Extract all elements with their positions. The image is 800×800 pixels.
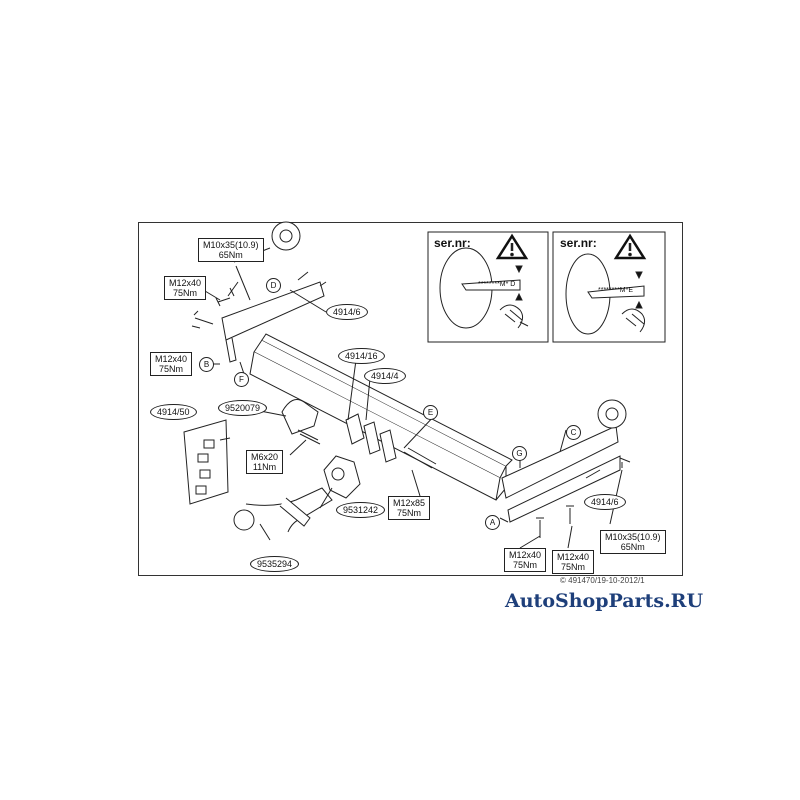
part-4914-6-top: 4914/6 <box>326 304 368 320</box>
bolt-spec-m10-right: M10x35(10.9)65Nm <box>600 530 666 554</box>
serial-panel-right <box>552 231 666 343</box>
warning-triangle-icon <box>613 233 647 260</box>
diagram-frame <box>138 222 683 576</box>
watermark-logo: AutoShopParts.RU <box>505 590 704 612</box>
marker-a: A <box>485 515 500 530</box>
warning-triangle-icon <box>495 233 529 260</box>
copyright-text: © 491470/19-10-2012/1 <box>560 576 645 585</box>
serial-code-right: ********M*E <box>598 287 634 294</box>
part-9531242: 9531242 <box>336 502 386 518</box>
serial-label-right: ser.nr: <box>560 236 597 250</box>
marker-b: B <box>199 357 214 372</box>
part-9535294: 9535294 <box>250 556 300 572</box>
part-9520079: 9520079 <box>218 400 268 416</box>
part-4914-50: 4914/50 <box>150 404 197 420</box>
serial-label-left: ser.nr: <box>434 236 471 250</box>
marker-g: G <box>512 446 527 461</box>
serial-code-left: ********M* D <box>478 281 516 288</box>
part-4914-4: 4914/4 <box>364 368 406 384</box>
serial-panel-left <box>427 231 549 343</box>
marker-c: C <box>566 425 581 440</box>
marker-d: D <box>266 278 281 293</box>
bolt-spec-m10-top: M10x35(10.9)65Nm <box>198 238 264 262</box>
part-4914-16: 4914/16 <box>338 348 385 364</box>
marker-e: E <box>423 405 438 420</box>
part-4914-6-right: 4914/6 <box>584 494 626 510</box>
marker-f: F <box>234 372 249 387</box>
